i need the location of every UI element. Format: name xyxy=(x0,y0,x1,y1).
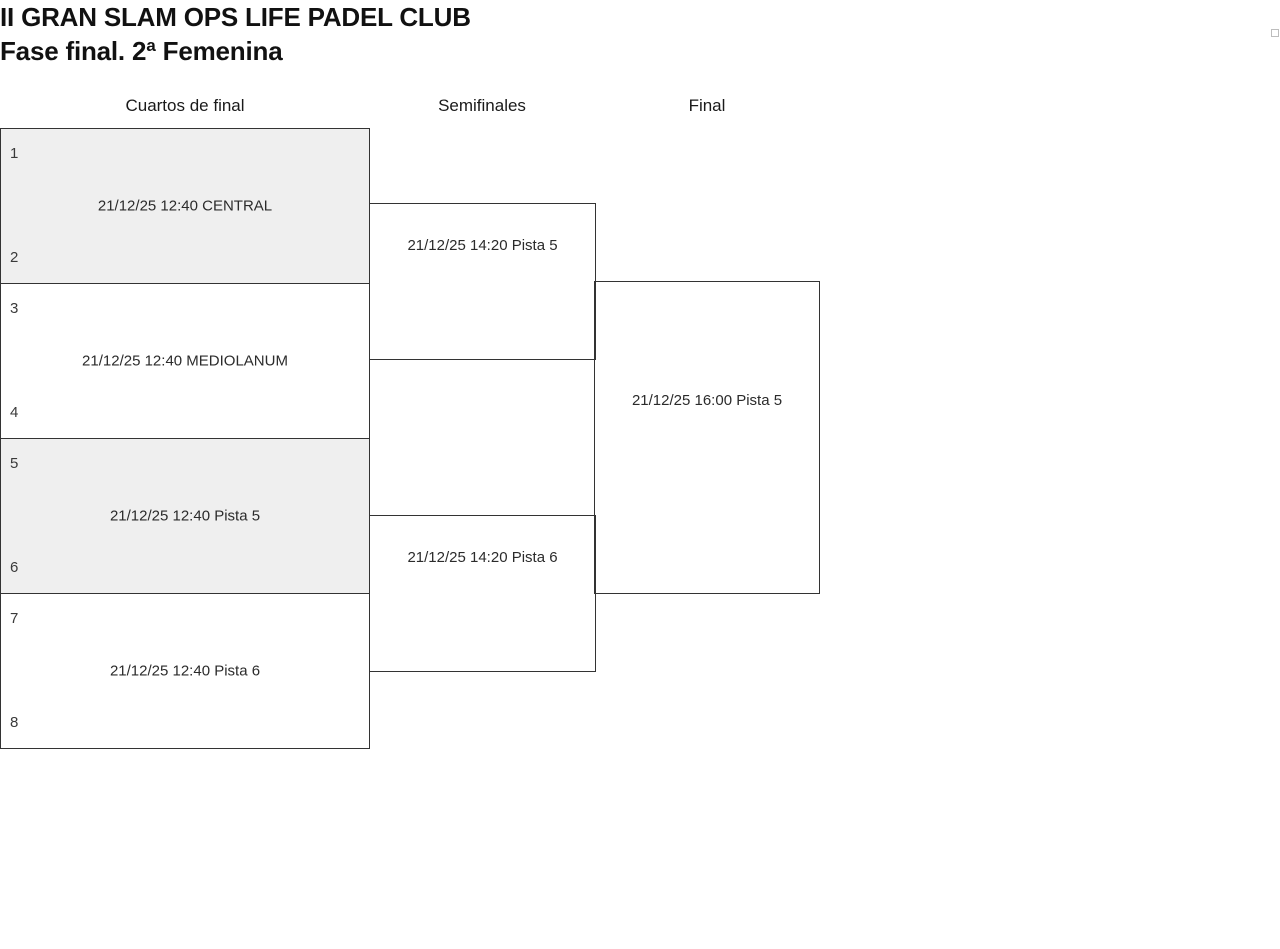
round-header-quarterfinals: Cuartos de final xyxy=(125,96,245,115)
match-semifinal-1[interactable]: 21/12/25 14:20 Pista 5 xyxy=(369,203,596,360)
match-label: 21/12/25 14:20 Pista 6 xyxy=(407,549,558,566)
match-label: 21/12/25 16:00 Pista 5 xyxy=(631,392,783,409)
square-marker-icon xyxy=(1271,29,1279,37)
match-quarterfinal-3[interactable]: 5 21/12/25 12:40 Pista 5 6 xyxy=(0,438,370,594)
match-final[interactable]: 21/12/25 16:00 Pista 5 xyxy=(594,281,820,594)
match-label: 21/12/25 12:40 CENTRAL xyxy=(97,197,273,215)
tournament-title: II GRAN SLAM OPS LIFE PADEL CLUB xyxy=(0,2,471,32)
seed-number: 4 xyxy=(10,404,19,421)
seed-number: 3 xyxy=(10,300,19,317)
seed-number: 6 xyxy=(10,559,19,576)
match-label: 21/12/25 12:40 Pista 6 xyxy=(109,662,261,680)
match-quarterfinal-4[interactable]: 7 21/12/25 12:40 Pista 6 8 xyxy=(0,593,370,749)
match-quarterfinal-1[interactable]: 1 21/12/25 12:40 CENTRAL 2 xyxy=(0,128,370,284)
seed-number: 7 xyxy=(10,610,19,627)
tournament-subtitle: Fase final. 2ª Femenina xyxy=(0,36,283,66)
match-label: 21/12/25 12:40 Pista 5 xyxy=(109,507,261,525)
tournament-title-block: II GRAN SLAM OPS LIFE PADEL CLUB Fase fi… xyxy=(0,0,900,68)
match-quarterfinal-2[interactable]: 3 21/12/25 12:40 MEDIOLANUM 4 xyxy=(0,283,370,439)
round-header-final: Final xyxy=(688,96,726,115)
seed-number: 8 xyxy=(10,714,19,731)
match-semifinal-2[interactable]: 21/12/25 14:20 Pista 6 xyxy=(369,515,596,672)
round-header-semifinals: Semifinales xyxy=(438,96,526,115)
match-label: 21/12/25 14:20 Pista 5 xyxy=(407,237,558,254)
match-label: 21/12/25 12:40 MEDIOLANUM xyxy=(82,352,288,370)
seed-number: 2 xyxy=(10,249,19,266)
seed-number: 1 xyxy=(10,145,19,162)
seed-number: 5 xyxy=(10,455,19,472)
